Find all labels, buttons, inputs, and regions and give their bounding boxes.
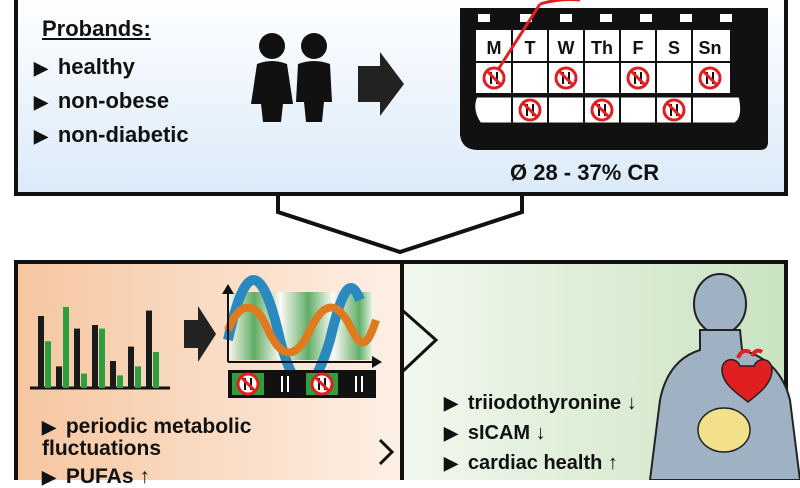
flow-arrow-down	[200, 192, 600, 255]
effect-sicam: sICAM ↓	[444, 422, 546, 445]
bar-black-6	[146, 310, 152, 388]
no-eat-icon-t	[518, 98, 542, 122]
proband-item-non-diabetic: non-diabetic	[34, 122, 189, 148]
day-label-t: T	[525, 38, 536, 58]
bar-black-0	[38, 316, 44, 388]
bar-black-3	[92, 325, 98, 388]
bar-chart	[30, 307, 170, 390]
fast-feed-strip	[228, 370, 376, 398]
no-eat-icon-s	[662, 98, 686, 122]
no-eat-icon-m	[482, 66, 506, 90]
bar-black-1	[56, 366, 62, 388]
strip-fast-icon-0	[236, 372, 260, 396]
fork-knife-icon-3	[355, 376, 363, 392]
effect-pufas-label: PUFAs	[65, 465, 134, 488]
bar-green-4	[117, 375, 123, 388]
no-eat-icon-f	[626, 66, 650, 90]
day-label-m: M	[487, 38, 502, 58]
bar-green-2	[81, 373, 87, 388]
bar-green-0	[45, 341, 51, 388]
day-label-th: Th	[591, 38, 613, 58]
day-label-f: F	[633, 38, 644, 58]
people-icon	[251, 33, 332, 122]
bar-green-1	[63, 307, 69, 388]
arrow-right-icon	[358, 52, 404, 116]
panel-connector-arrow	[400, 280, 439, 480]
effect-pufas: ▶PUFAs ↑	[42, 465, 150, 488]
effect-cardiac-health: cardiac health ↑	[444, 452, 618, 475]
day-label-sn: Sn	[698, 38, 721, 58]
no-eat-icon-sn	[698, 66, 722, 90]
arrow-right-icon-2	[184, 306, 216, 362]
up-arrow-icon: ↑	[133, 465, 150, 488]
day-label-w: W	[558, 38, 575, 58]
bar-green-6	[153, 352, 159, 388]
probands-title: Probands:	[42, 16, 151, 41]
proband-item-non-obese: non-obese	[34, 88, 169, 114]
calendar-icon	[460, 0, 768, 150]
effect-periodic-fluctuations: periodic metabolic fluctuations	[42, 416, 302, 460]
bar-black-2	[74, 328, 80, 388]
bar-green-5	[135, 366, 141, 388]
day-label-s: S	[668, 38, 680, 58]
heart-icon	[721, 348, 773, 403]
bar-black-4	[110, 361, 116, 388]
proband-item-healthy: healthy	[34, 54, 135, 80]
strip-fast-icon-2	[310, 372, 334, 396]
calorie-restriction-caption: Ø 28 - 37% CR	[510, 160, 660, 185]
bar-black-5	[128, 346, 134, 388]
no-eat-icon-th	[590, 98, 614, 122]
fork-knife-icon-1	[281, 376, 289, 392]
effect-triiodothyronine: triiodothyronine ↓	[444, 392, 637, 415]
no-eat-icon-w	[554, 66, 578, 90]
bar-green-3	[99, 328, 105, 388]
